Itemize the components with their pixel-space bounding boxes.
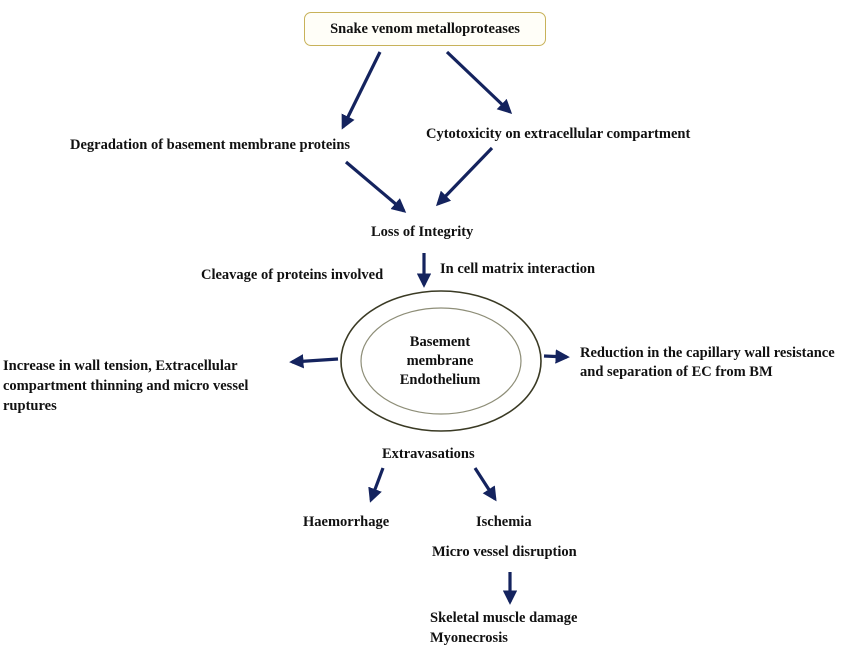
skeletal-muscle-label: Skeletal muscle damage (430, 610, 578, 626)
arrow-membrane-to-left (289, 354, 339, 369)
loss-of-integrity-label: Loss of Integrity (371, 224, 474, 240)
degradation-label: Degradation of basement membrane protein… (70, 137, 351, 153)
right-effect-line-1: Reduction in the capillary wall resistan… (580, 345, 835, 361)
arrow-extravasations-to-ischemia (473, 467, 497, 502)
haemorrhage-label: Haemorrhage (303, 514, 390, 530)
myonecrosis-label: Myonecrosis (430, 630, 508, 646)
arrow-venom-to-cytotoxicity (445, 50, 513, 114)
snake-venom-label: Snake venom metalloproteases (330, 20, 520, 37)
arrow-venom-to-degradation (341, 51, 382, 130)
left-effect-line-2: compartment thinning and micro vessel (3, 378, 249, 394)
center-line-basement: Basement (409, 334, 471, 350)
membrane-inner-ellipse (360, 307, 522, 415)
extravasations-label: Extravasations (382, 446, 475, 462)
cell-matrix-label: In cell matrix interaction (440, 261, 596, 277)
center-line-membrane: membrane (406, 353, 474, 369)
micro-vessel-label: Micro vessel disruption (432, 544, 577, 560)
cytotoxicity-label: Cytotoxicity on extracellular compartmen… (426, 126, 691, 142)
left-effect-line-1: Increase in wall tension, Extracellular (3, 358, 238, 374)
center-line-endothelium: Endothelium (399, 372, 481, 388)
cleavage-label: Cleavage of proteins involved (201, 267, 384, 283)
arrow-cytotoxicity-to-loss (436, 146, 494, 207)
arrow-membrane-to-right (543, 349, 570, 364)
arrow-extravasations-to-haemorrhage (368, 467, 385, 503)
membrane-center-text: Basement membrane Endothelium (370, 333, 510, 390)
arrow-degradation-to-loss (344, 160, 407, 213)
ischemia-label: Ischemia (476, 514, 532, 530)
snake-venom-box: Snake venom metalloproteases (304, 12, 546, 46)
right-effect-line-2: and separation of EC from BM (580, 364, 773, 380)
left-effect-line-3: ruptures (3, 398, 57, 414)
